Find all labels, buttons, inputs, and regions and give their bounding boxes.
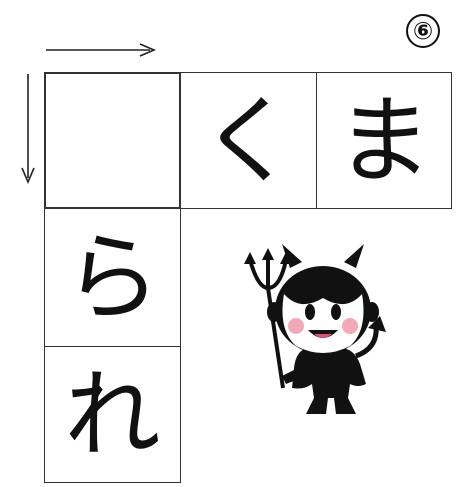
crossword-cell-across-2[interactable]: く — [180, 72, 317, 209]
cell-text-shared — [46, 74, 179, 207]
cell-text-ku: く — [200, 84, 297, 197]
crossword-cell-down-2[interactable]: ら — [44, 208, 181, 347]
down-arrow-icon — [21, 74, 35, 185]
crossword-cell-shared-blank[interactable] — [44, 72, 181, 209]
cell-text-re: れ — [64, 358, 161, 471]
right-arrow-icon — [46, 43, 157, 57]
crossword-cell-across-3[interactable]: ま — [316, 72, 452, 209]
devil-body — [282, 348, 366, 414]
devil-head — [267, 244, 379, 354]
cell-text-ma: ま — [336, 84, 432, 197]
cell-text-ra: ら — [64, 221, 161, 334]
puzzle-number-label: ⑥ — [412, 17, 434, 45]
devil-tail-icon — [355, 316, 386, 359]
crossword-cell-down-3[interactable]: れ — [44, 346, 181, 483]
puzzle-number: ⑥ — [406, 14, 440, 48]
devil-mascot — [244, 244, 386, 414]
